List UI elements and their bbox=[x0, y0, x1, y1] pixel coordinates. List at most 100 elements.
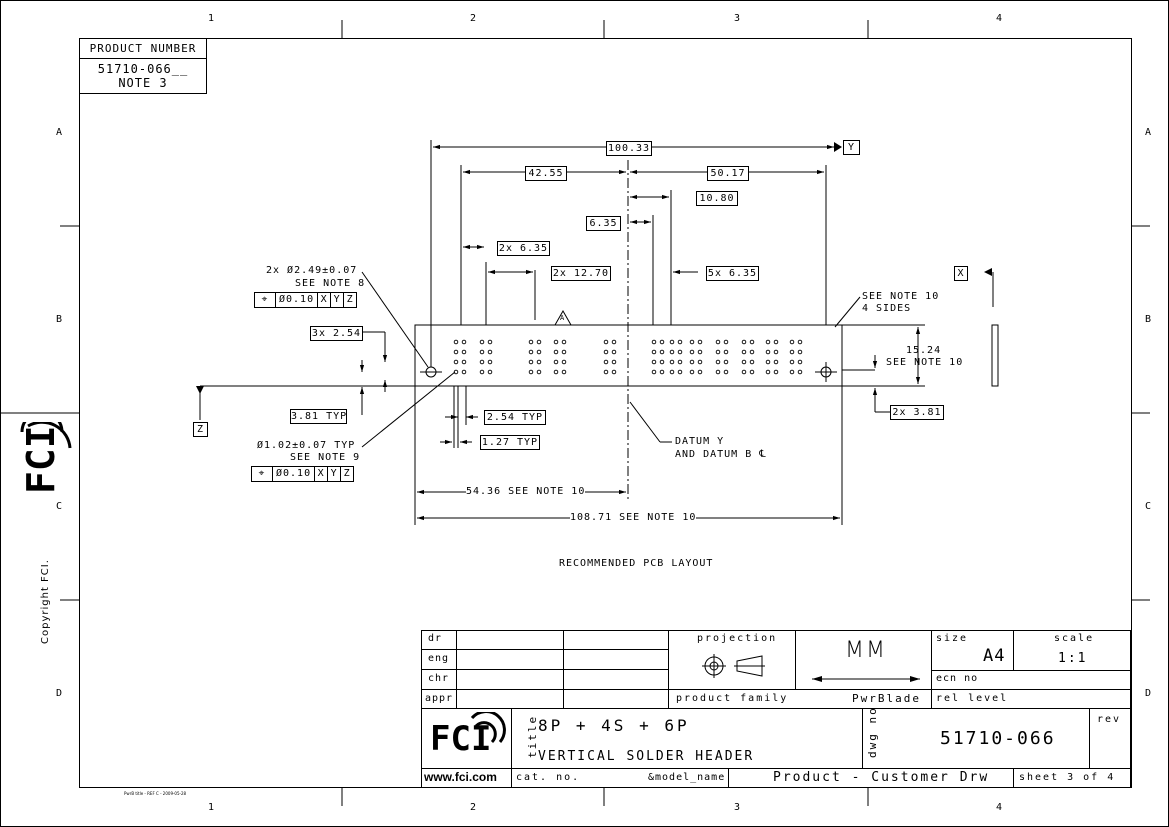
callout-4-sides: 4 SIDES bbox=[862, 303, 912, 314]
pcb-hole bbox=[697, 359, 703, 365]
zone-col-2: 2 bbox=[470, 13, 478, 24]
pcb-hole bbox=[749, 359, 755, 365]
pcb-hole bbox=[536, 339, 542, 345]
zone-col-2-bottom: 2 bbox=[470, 802, 478, 813]
fcf-datum-z: Z bbox=[343, 468, 351, 479]
pcb-hole bbox=[528, 359, 534, 365]
pcb-hole bbox=[723, 369, 729, 375]
pcb-hole bbox=[669, 339, 675, 345]
tb-units: MM bbox=[845, 638, 887, 663]
fci-logo: FCI bbox=[430, 712, 506, 759]
pcb-hole bbox=[697, 349, 703, 355]
pcb-hole bbox=[677, 359, 683, 365]
tb-website: www.fci.com bbox=[424, 770, 497, 784]
zone-col-1: 1 bbox=[208, 13, 216, 24]
pcb-hole bbox=[651, 369, 657, 375]
zone-row-d-right: D bbox=[1145, 688, 1153, 699]
pcb-hole bbox=[553, 359, 559, 365]
zone-row-a-right: A bbox=[1145, 127, 1153, 138]
fcf-datum-x: X bbox=[318, 293, 332, 307]
dim-54-36: 54.36 SEE NOTE 10 bbox=[466, 486, 586, 497]
drawing-caption: RECOMMENDED PCB LAYOUT bbox=[559, 558, 714, 569]
pcb-hole bbox=[773, 349, 779, 355]
pcb-hole bbox=[536, 369, 542, 375]
dim-15-24: 15.24 bbox=[906, 345, 942, 356]
fcf-large-hole: ⌖ Ø0.10 X Y Z bbox=[254, 292, 358, 308]
tb-eng-label: eng bbox=[428, 653, 450, 664]
pcb-hole bbox=[561, 349, 567, 355]
dim-42-55: 42.55 bbox=[525, 166, 567, 181]
pcb-hole bbox=[528, 339, 534, 345]
zone-col-3-bottom: 3 bbox=[734, 802, 742, 813]
pcb-hole bbox=[765, 369, 771, 375]
pcb-hole bbox=[659, 359, 665, 365]
position-icon: ⌖ bbox=[252, 467, 273, 481]
pcb-hole bbox=[479, 339, 485, 345]
pcb-hole bbox=[689, 339, 695, 345]
pcb-hole bbox=[749, 369, 755, 375]
pcb-hole bbox=[461, 339, 467, 345]
pcb-hole bbox=[487, 359, 493, 365]
zone-row-b: B bbox=[56, 314, 64, 325]
zone-row-d: D bbox=[56, 688, 64, 699]
callout-datum-y: DATUM Y bbox=[675, 436, 725, 447]
pcb-hole bbox=[715, 369, 721, 375]
dim-100-33: 100.33 bbox=[606, 141, 652, 156]
dim-3-81-typ: 3.81 TYP bbox=[290, 409, 348, 424]
dim-5x-6-35: 5x 6.35 bbox=[706, 266, 759, 281]
dim-50-17: 50.17 bbox=[707, 166, 749, 181]
pcb-hole bbox=[453, 359, 459, 365]
zone-row-c-right: C bbox=[1145, 501, 1153, 512]
pcb-hole bbox=[659, 369, 665, 375]
tb-rel-label: rel level bbox=[936, 693, 1009, 704]
tb-cat-label: cat. no. bbox=[516, 772, 581, 783]
footer-small-text: PwrB title - REF C - 2009-05-28 bbox=[124, 791, 187, 796]
tb-chr-label: chr bbox=[428, 673, 450, 684]
callout-small-hole: Ø1.02±0.07 TYP bbox=[257, 440, 356, 451]
pcb-hole bbox=[741, 369, 747, 375]
dim-108-71: 108.71 SEE NOTE 10 bbox=[570, 512, 697, 523]
zone-col-4-bottom: 4 bbox=[996, 802, 1004, 813]
pcb-hole bbox=[773, 339, 779, 345]
zone-col-4: 4 bbox=[996, 13, 1004, 24]
fcf-datum-y: Y bbox=[328, 467, 342, 481]
pcb-hole bbox=[669, 369, 675, 375]
pcb-hole bbox=[741, 339, 747, 345]
fcf-datum-z: Z bbox=[346, 294, 354, 305]
pcb-hole bbox=[773, 369, 779, 375]
tb-dr-label: dr bbox=[428, 633, 443, 644]
pcb-hole bbox=[697, 369, 703, 375]
pcb-hole bbox=[765, 359, 771, 365]
pcb-hole bbox=[479, 349, 485, 355]
pcb-hole bbox=[487, 339, 493, 345]
product-number-value: 51710-066__ bbox=[97, 62, 189, 76]
pcb-hole bbox=[797, 349, 803, 355]
tb-product-family-value: PwrBlade bbox=[852, 692, 921, 705]
tb-appr-label: appr bbox=[425, 693, 454, 704]
pcb-hole bbox=[723, 349, 729, 355]
pcb-hole bbox=[603, 359, 609, 365]
zone-row-b-right: B bbox=[1145, 314, 1153, 325]
callout-datum-b: AND DATUM B ℄ bbox=[675, 449, 767, 460]
tb-sheet: sheet 3 of 4 bbox=[1019, 772, 1116, 783]
tb-title-line2: VERTICAL SOLDER HEADER bbox=[538, 749, 755, 764]
dim-6-35: 6.35 bbox=[586, 216, 621, 231]
pcb-hole bbox=[528, 349, 534, 355]
pcb-hole bbox=[677, 369, 683, 375]
fcf-small-hole: ⌖ Ø0.10 X Y Z bbox=[251, 466, 355, 482]
pcb-hole bbox=[611, 359, 617, 365]
fcf-datum-x: X bbox=[315, 467, 329, 481]
pcb-hole bbox=[689, 359, 695, 365]
pcb-hole bbox=[461, 359, 467, 365]
pcb-hole bbox=[715, 339, 721, 345]
tb-scale-label: scale bbox=[1054, 633, 1095, 644]
pcb-hole bbox=[453, 349, 459, 355]
fci-logo-vertical: FCI bbox=[19, 422, 72, 494]
pcb-hole bbox=[669, 349, 675, 355]
pcb-hole bbox=[553, 339, 559, 345]
pcb-hole bbox=[765, 339, 771, 345]
dim-2x-6-35: 2x 6.35 bbox=[497, 241, 550, 256]
pcb-hole bbox=[487, 349, 493, 355]
callout-large-hole-note: SEE NOTE 8 bbox=[295, 278, 366, 289]
